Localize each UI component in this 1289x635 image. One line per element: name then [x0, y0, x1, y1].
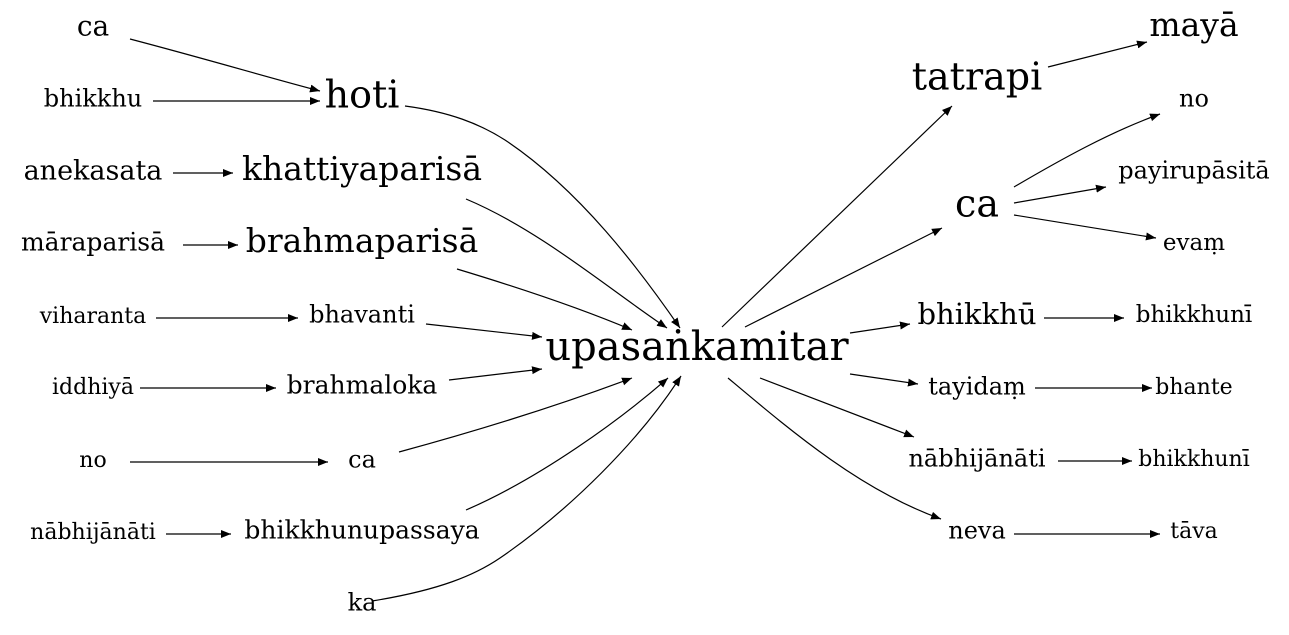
node-bhikkhuni-top: bhikkhunī [1136, 302, 1253, 328]
nodes: upasaṅkamitar ca bhikkhu hoti anekasata … [21, 5, 1270, 617]
node-payirupasita: payirupāsitā [1118, 157, 1269, 185]
node-maraparisa: māraparisā [21, 228, 165, 257]
node-ka: ka [348, 589, 377, 617]
edge-bhikkhunupassaya-center [465, 377, 669, 511]
node-bhavanti: bhavanti [309, 301, 415, 329]
edge-center-tatrapi [721, 105, 953, 328]
node-ca-right: ca [955, 182, 999, 226]
edge-ca-evam [1013, 214, 1157, 241]
node-brahmaparisa: brahmaparisā [246, 221, 479, 260]
edge-bhavanti-center [425, 323, 543, 340]
edge-ca-no [1013, 113, 1161, 188]
edge-brahmaloka-center [448, 366, 543, 381]
edge-hoti-center [404, 105, 681, 329]
node-iddhiya: iddhiyā [52, 375, 134, 400]
node-bhikkhu-plural: bhikkhū [917, 297, 1036, 331]
node-bhikkhuni-bottom: bhikkhunī [1138, 447, 1250, 472]
node-bhikkhunupassaya: bhikkhunupassaya [244, 516, 479, 545]
node-neva: neva [948, 517, 1006, 545]
node-evam: evaṃ [1163, 230, 1225, 256]
node-ca-left-middle: ca [348, 446, 376, 474]
node-viharanta: viharanta [39, 304, 147, 329]
edge-center-bhikkhu [849, 321, 911, 334]
node-bhikkhu: bhikkhu [44, 85, 143, 113]
node-nabhijanati-right: nābhijānāti [908, 445, 1045, 473]
node-anekasata: anekasata [24, 156, 163, 187]
node-maya: mayā [1149, 5, 1238, 44]
edge-ka-center [371, 375, 682, 602]
edges [129, 38, 1161, 602]
edge-ca-center [398, 377, 633, 453]
edge-ca-hoti [129, 38, 321, 93]
edge-tatrapi-maya [1047, 40, 1148, 68]
edge-brahmaparisa-center [456, 268, 633, 331]
edge-center-nabhijanati [759, 377, 915, 438]
node-hoti: hoti [325, 73, 400, 117]
node-khattiyaparisa: khattiyaparisā [242, 149, 482, 188]
node-bhante: bhante [1155, 375, 1232, 400]
edge-ca-payirupasita [1013, 184, 1107, 204]
node-tava: tāva [1170, 519, 1218, 544]
edge-center-tayidam [849, 373, 919, 387]
node-no-left: no [79, 448, 106, 473]
node-tatrapi: tatrapi [912, 55, 1043, 99]
node-nabhijanati-left: nābhijānāti [30, 520, 156, 545]
node-tayidam: tayidaṃ [928, 373, 1026, 401]
node-ca-left-top: ca [77, 10, 109, 43]
node-no-right: no [1179, 85, 1209, 113]
node-upasankamitar: upasaṅkamitar [545, 324, 849, 370]
edge-center-ca [744, 227, 943, 328]
edge-center-neva [727, 377, 942, 520]
node-brahmaloka: brahmaloka [287, 371, 438, 400]
edge-khattiyaparisa-center [465, 198, 668, 329]
